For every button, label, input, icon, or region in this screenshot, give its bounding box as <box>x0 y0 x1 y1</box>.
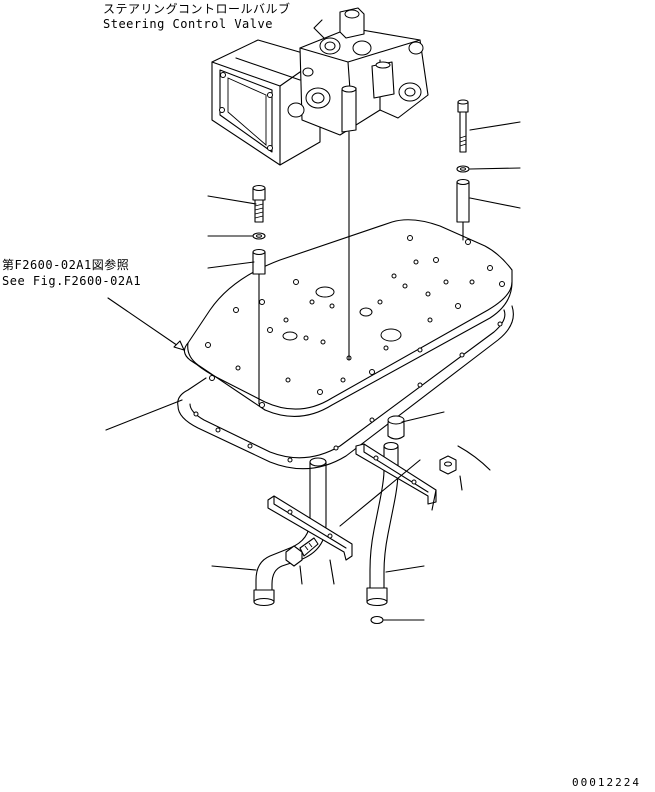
drawing-number: 00012224 <box>572 776 641 789</box>
reference-label-en: See Fig.F2600-02A1 <box>2 274 142 288</box>
valve-plate <box>183 219 513 417</box>
plug <box>387 415 405 440</box>
plate-holes <box>205 235 505 408</box>
o-ring <box>370 615 384 625</box>
spacer-right <box>456 179 470 241</box>
nut <box>439 455 457 475</box>
steering-control-valve <box>211 7 429 166</box>
bolt-left <box>252 185 266 223</box>
spacer-left <box>252 249 266 405</box>
washer-left <box>252 232 266 240</box>
bolt-right <box>457 99 469 153</box>
valve-label-en: Steering Control Valve <box>103 17 273 31</box>
clamp-bolt <box>285 537 319 567</box>
leader-lines <box>105 19 521 621</box>
clamp-right <box>355 443 437 505</box>
gasket <box>177 305 514 470</box>
valve-label-jp: ステアリングコントロールバルブ <box>103 2 291 16</box>
washer-right <box>456 165 470 173</box>
clamp-left <box>267 495 353 561</box>
reference-label-jp: 第F2600-02A1図参照 <box>2 258 130 272</box>
